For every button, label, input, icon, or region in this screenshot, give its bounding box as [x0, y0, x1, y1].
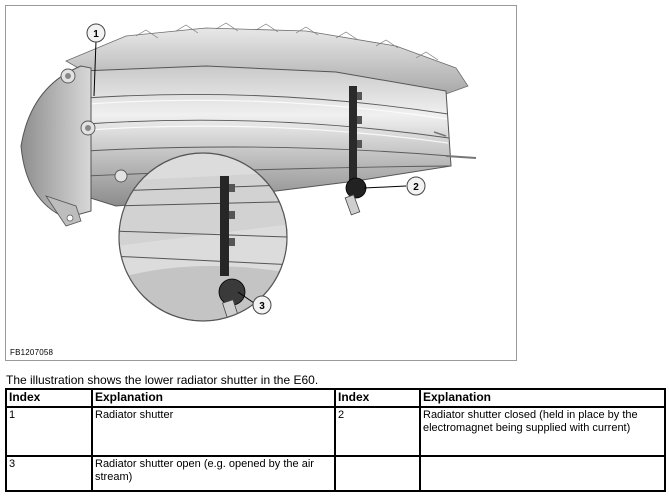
svg-text:2: 2 [413, 182, 419, 193]
header-index-2: Index [334, 388, 421, 408]
radiator-shutter-drawing: 1 2 3 [20, 22, 477, 322]
callout-3: 3 [252, 295, 272, 315]
figure-caption: The illustration shows the lower radiato… [6, 373, 319, 387]
illustration-figure: 1 2 3 FB1207058 [5, 5, 517, 361]
svg-text:3: 3 [259, 301, 265, 312]
explanation-cell: Radiator shutter [91, 406, 336, 457]
index-cell: 2 [334, 406, 421, 457]
table-row: 1 Radiator shutter 2 Radiator shutter cl… [5, 406, 666, 457]
svg-text:1: 1 [93, 29, 99, 40]
explanation-cell: Radiator shutter closed (held in place b… [419, 406, 666, 457]
header-explanation-2: Explanation [419, 388, 666, 408]
header-explanation-1: Explanation [91, 388, 336, 408]
callout-1: 1 [86, 23, 106, 43]
index-cell: 1 [5, 406, 93, 457]
figure-code: FB1207058 [10, 348, 54, 357]
explanation-cell [419, 455, 666, 492]
explanation-cell: Radiator shutter open (e.g. opened by th… [91, 455, 336, 492]
index-cell: 3 [5, 455, 93, 492]
legend-table: Index Explanation Index Explanation 1 Ra… [5, 388, 666, 492]
index-cell [334, 455, 421, 492]
table-header-row: Index Explanation Index Explanation [5, 388, 666, 408]
callout-2: 2 [406, 176, 426, 196]
header-index-1: Index [5, 388, 93, 408]
table-row: 3 Radiator shutter open (e.g. opened by … [5, 455, 666, 492]
